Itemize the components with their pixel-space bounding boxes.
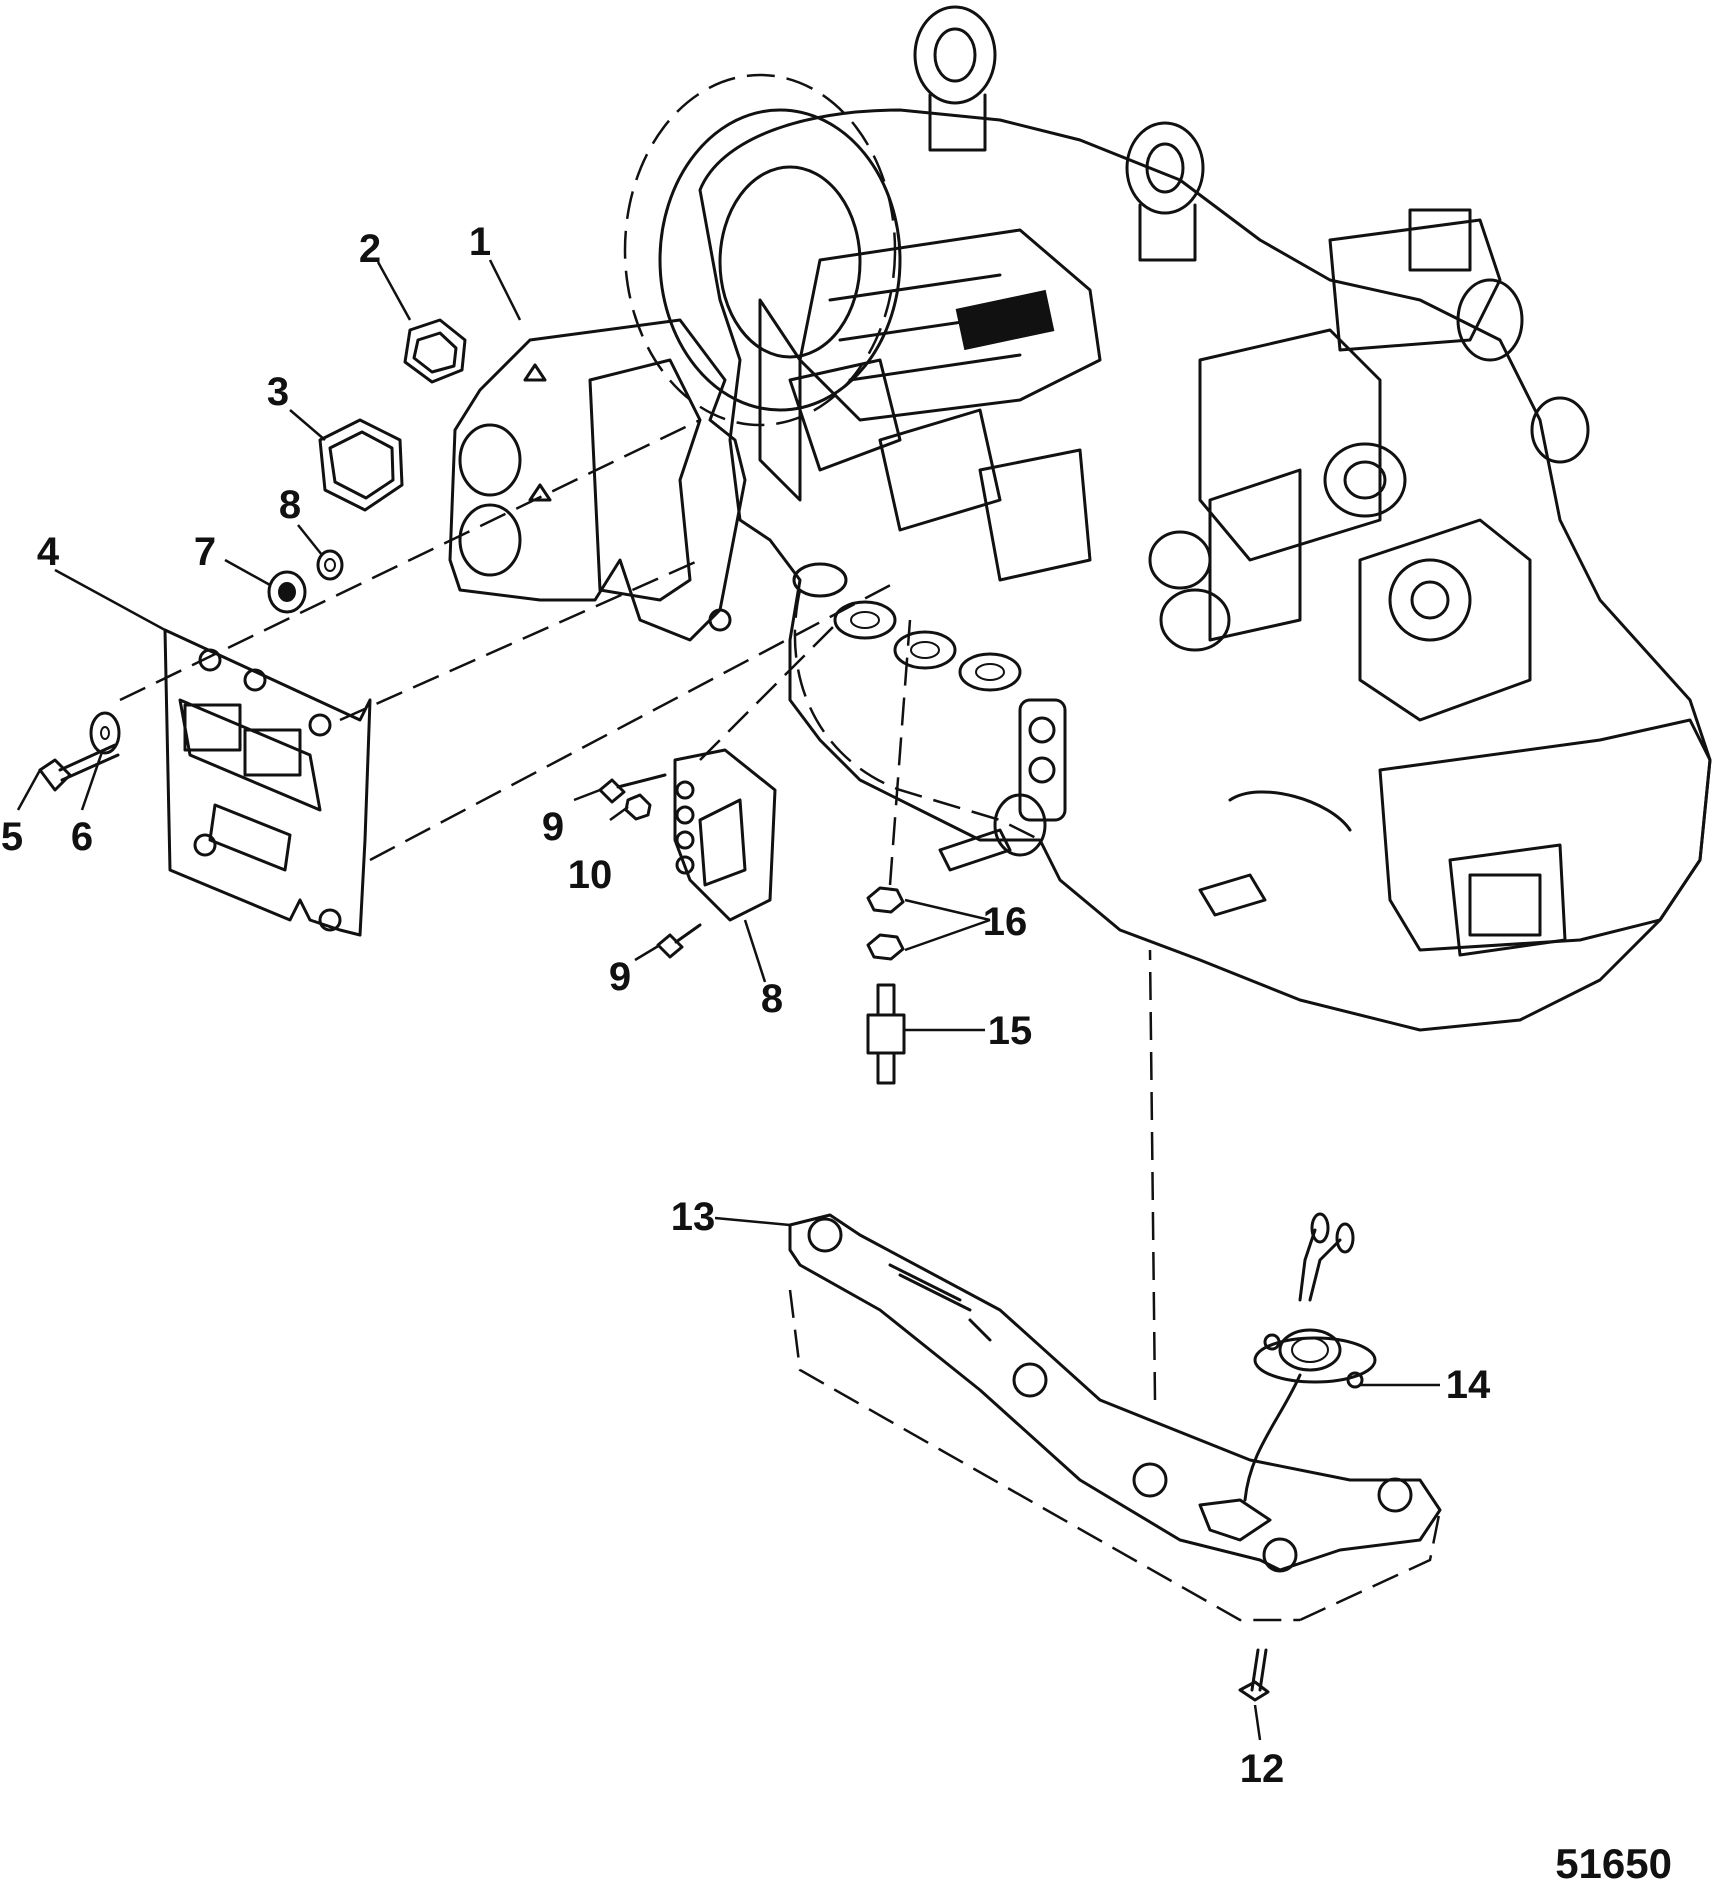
stud — [866, 983, 906, 1085]
transmission-assembly — [623, 5, 1712, 1032]
relay-nut — [624, 793, 652, 821]
callout-7: 7 — [194, 530, 216, 574]
washer — [89, 711, 121, 755]
relay-screw-lower — [656, 923, 702, 959]
callout-16: 16 — [983, 900, 1028, 944]
callout-13: 13 — [671, 1195, 716, 1239]
mounting-bracket — [448, 318, 747, 642]
callout-14: 14 — [1446, 1363, 1491, 1407]
relay-screw-upper — [598, 773, 667, 804]
callout-5: 5 — [1, 815, 23, 859]
support-rail — [788, 1213, 1442, 1573]
callout-10: 10 — [568, 853, 613, 897]
locknut-large — [318, 418, 404, 512]
callout-8-lower: 8 — [761, 977, 783, 1021]
relay-module — [673, 748, 777, 922]
callout-1: 1 — [469, 220, 491, 264]
grommet — [267, 570, 307, 614]
callout-8-upper: 8 — [279, 483, 301, 527]
screw — [38, 743, 120, 792]
temperature-sensor — [1243, 1212, 1377, 1502]
leader-lines — [16, 259, 1440, 1741]
callout-4: 4 — [37, 530, 60, 574]
callout-15: 15 — [988, 1009, 1033, 1053]
callout-9-upper: 9 — [542, 805, 564, 849]
locknut-small — [403, 318, 467, 384]
rail-bolt — [1238, 1648, 1270, 1702]
callout-2: 2 — [359, 227, 381, 271]
callout-12: 12 — [1240, 1747, 1285, 1791]
hex-nut-upper — [866, 886, 905, 914]
callout-6: 6 — [71, 815, 93, 859]
callout-labels: 1 2 3 4 5 6 7 8 8 9 9 10 12 13 14 15 16 — [1, 220, 1491, 1791]
figure-number: 51650 — [1555, 1840, 1672, 1887]
assembly-lines — [119, 418, 1442, 1622]
spacer-bushing — [316, 549, 344, 581]
control-module — [163, 628, 372, 937]
callout-3: 3 — [267, 370, 289, 414]
callout-9-lower: 9 — [609, 955, 631, 999]
hex-nut-lower — [866, 933, 905, 961]
